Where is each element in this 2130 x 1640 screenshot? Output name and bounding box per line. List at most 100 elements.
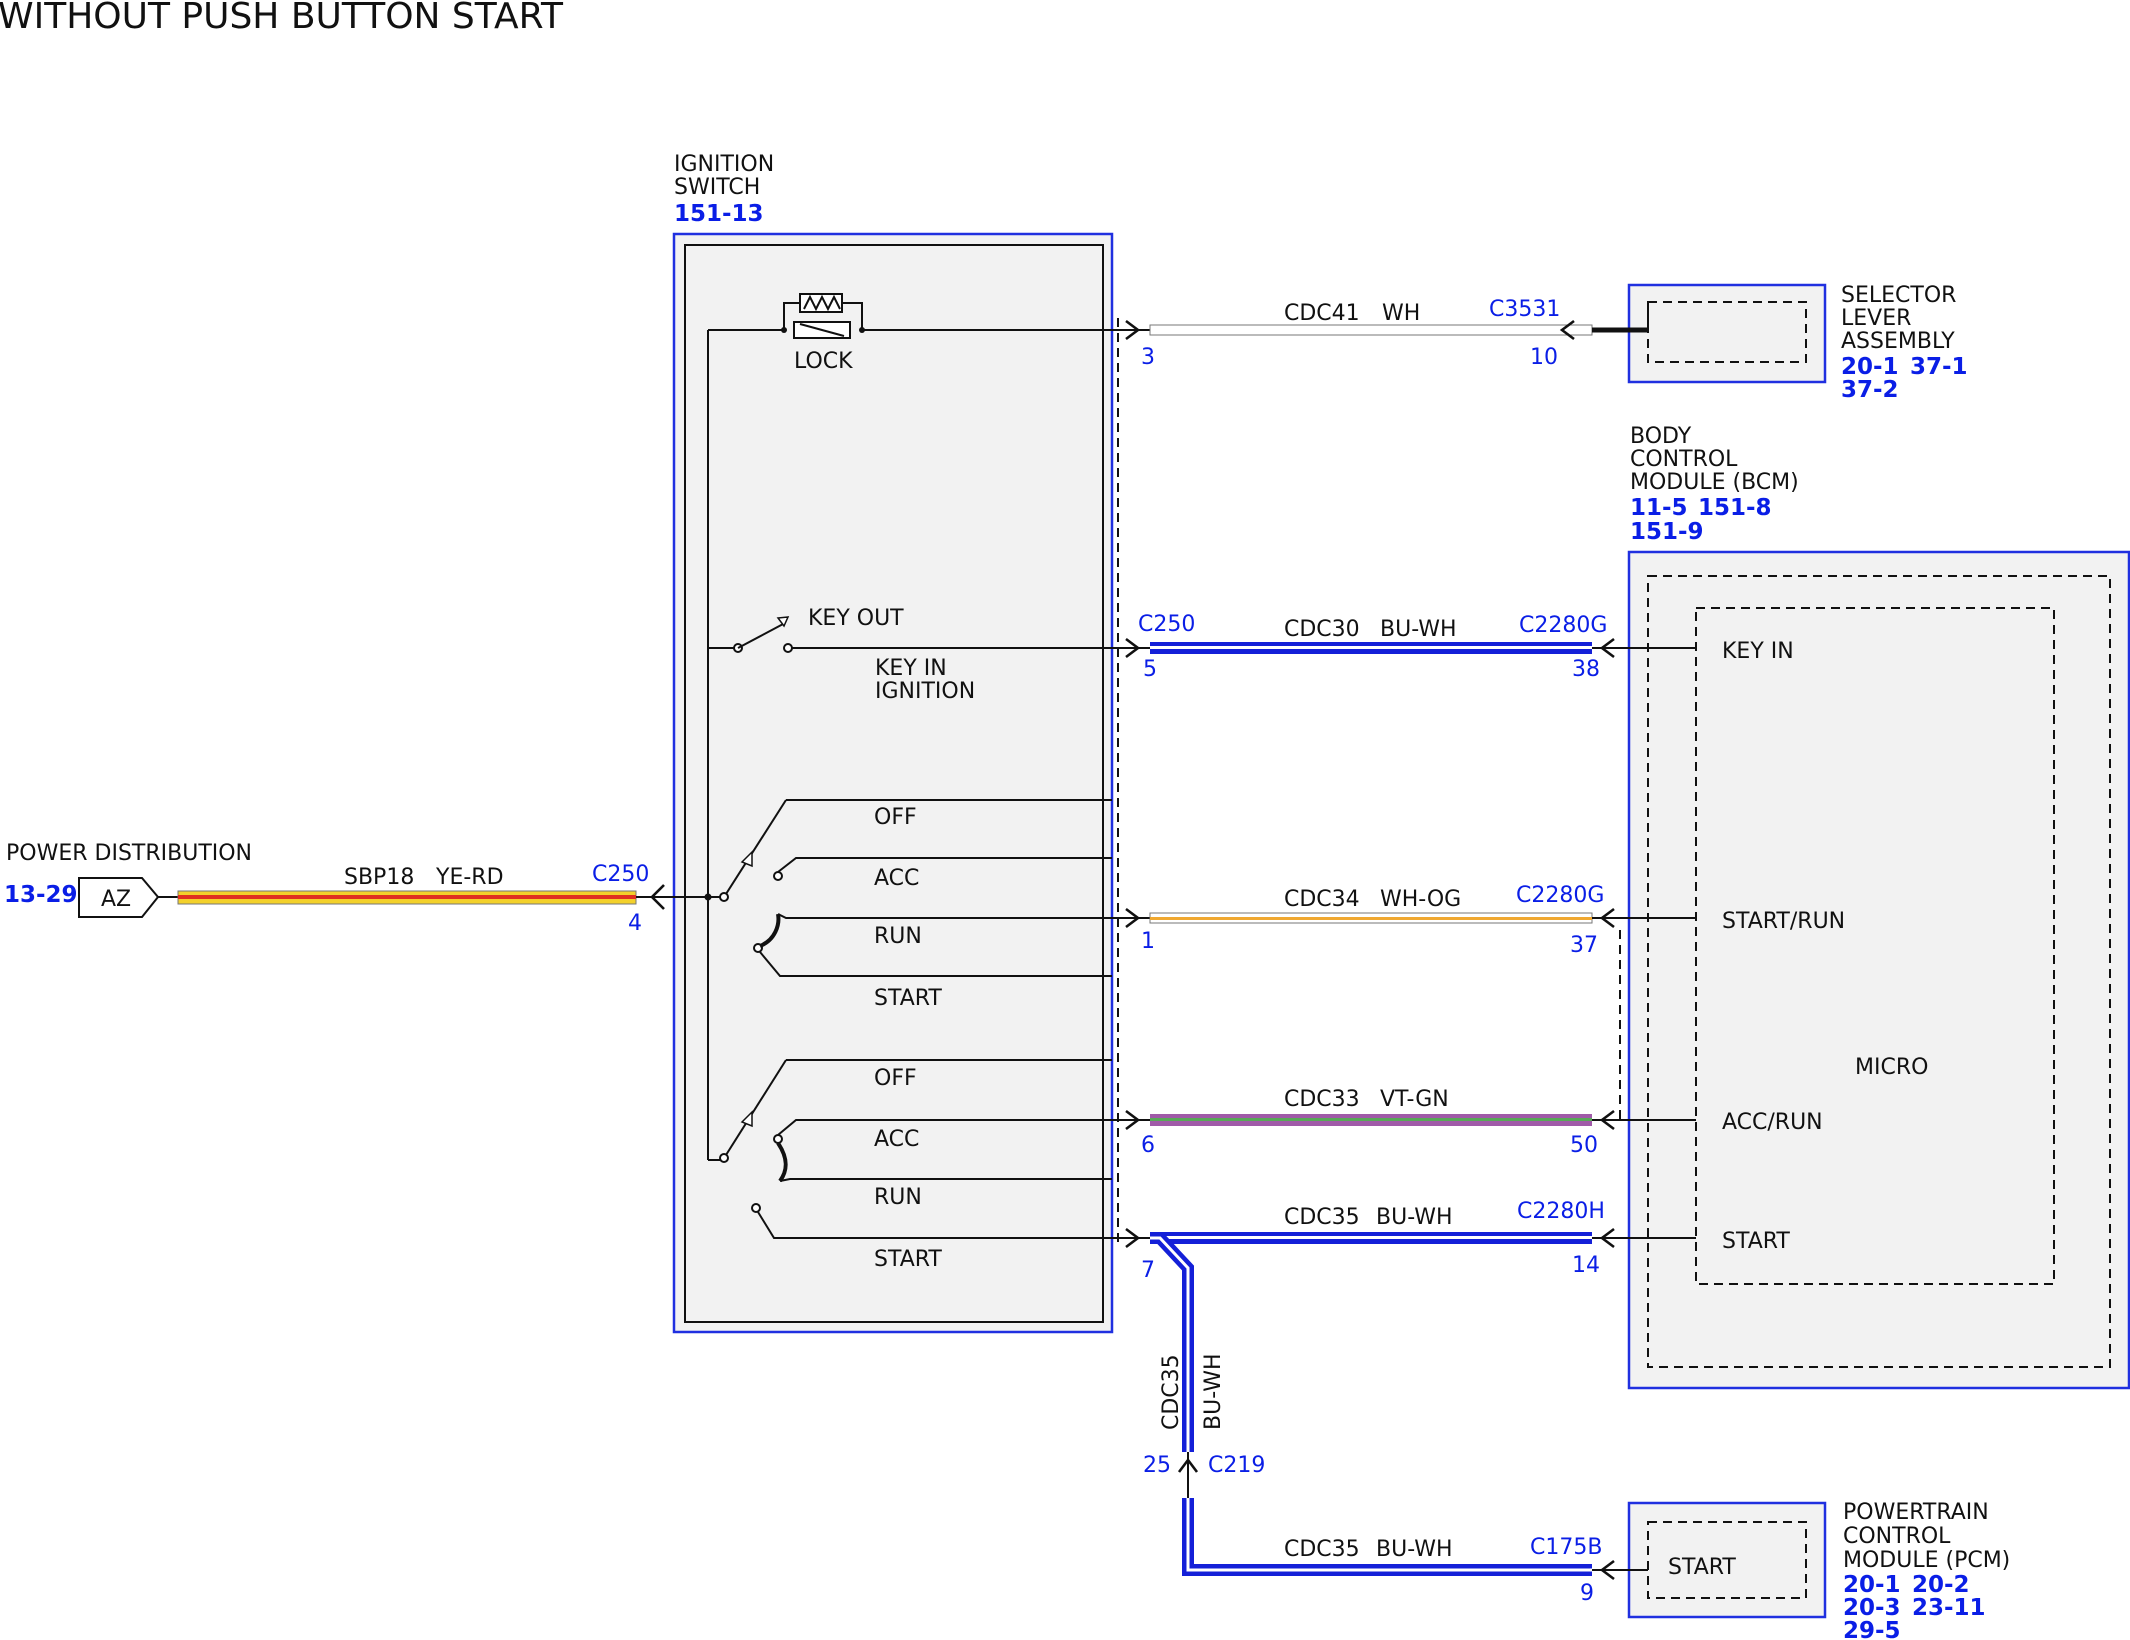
lock-heater-frame	[783, 302, 800, 330]
cdc34-circuit: CDC34	[1284, 887, 1360, 912]
az-terminal-icon	[78, 877, 160, 918]
wire-sbp18-stripe	[178, 895, 636, 899]
switch-b-pivot	[719, 1153, 729, 1163]
bcm-ref-2[interactable]: 151-8	[1698, 495, 1772, 521]
wire-cdc35-bcm[interactable]: CDC35 BU-WH 7 C2280H 14	[1112, 1199, 1696, 1283]
pcm-ref-4[interactable]: 23-11	[1912, 1595, 1986, 1621]
cdc35-wire-stripe	[1160, 1236, 1592, 1239]
switch-a-start-wire	[759, 951, 1112, 977]
cdc35-branch-stripe	[1150, 1236, 1190, 1452]
key-switch-blade	[737, 622, 786, 649]
cdc35-branch-circuit: CDC35	[1159, 1354, 1184, 1430]
cdc30-to-connector: C2280G	[1519, 613, 1607, 638]
power-distribution-ref[interactable]: 13-29	[4, 882, 78, 908]
c250-left-pin: 4	[628, 911, 642, 936]
lock-heater-zigzag	[803, 294, 841, 312]
power-distribution-label: POWER DISTRIBUTION	[6, 841, 252, 866]
bcm-micro-box	[1695, 607, 2055, 1285]
key-switch-actuator-icon	[776, 616, 790, 628]
power-distribution[interactable]: POWER DISTRIBUTION 13-29 AZ	[4, 841, 252, 918]
c2280g-pin37-arrow-icon	[1599, 907, 1615, 929]
wire-cdc35-pcm[interactable]: CDC35 BU-WH C175B 9	[1182, 1480, 1648, 1606]
cdc34-to-connector: C2280G	[1516, 883, 1604, 908]
wire-cdc35-branch[interactable]: CDC35 BU-WH 25 C219	[1143, 1232, 1265, 1492]
ignition-switch-label-1: IGNITION	[674, 152, 774, 177]
cdc41-wire-body	[1149, 324, 1593, 336]
ignition-switch-ref[interactable]: 151-13	[674, 201, 764, 227]
switch-b-actuator-icon	[740, 1110, 753, 1128]
pcm-ref-5[interactable]: 29-5	[1843, 1618, 1901, 1640]
switch-a-pivot	[719, 892, 729, 902]
switch-a-acc-wire	[777, 857, 1112, 873]
switch-a-off-label: OFF	[874, 805, 917, 830]
selector-lever-ref-2[interactable]: 37-1	[1910, 354, 1968, 380]
cdc41-color: WH	[1382, 301, 1420, 326]
switch-a-wiper	[725, 799, 787, 895]
selector-lever-assembly[interactable]: SELECTOR LEVER ASSEMBLY 20-1 37-1 37-2	[1627, 283, 1968, 403]
body-control-module[interactable]: BODY CONTROL MODULE (BCM) 11-5 151-8 151…	[1627, 424, 2130, 1390]
switch-a-acc-label: ACC	[874, 866, 919, 891]
bcm-ref-1[interactable]: 11-5	[1630, 495, 1688, 521]
cdc35-branch-color: BU-WH	[1201, 1353, 1226, 1430]
bcm-micro-label: MICRO	[1855, 1055, 1928, 1080]
wire-sbp18[interactable]: SBP18 YE-RD C250 4	[177, 862, 708, 936]
cdc33-circuit: CDC33	[1284, 1087, 1360, 1112]
pcm-label-2: CONTROL	[1843, 1524, 1951, 1549]
wire-cdc33[interactable]: CDC33 VT-GN 6 50	[1112, 1087, 1696, 1158]
key-out-label: KEY OUT	[808, 606, 904, 631]
pcm-start-label: START	[1668, 1555, 1736, 1580]
ignition-switch-label-2: SWITCH	[674, 175, 760, 200]
c175b-pin: 9	[1580, 1581, 1594, 1606]
wire-cdc30[interactable]: CDC30 BU-WH C250 5 C2280G 38	[1112, 612, 1696, 682]
selector-lever-label-1: SELECTOR	[1841, 283, 1956, 308]
cdc33-from-pin: 6	[1141, 1133, 1155, 1158]
ignition-switch[interactable]: IGNITION SWITCH 151-13 LOCK KEY OUT KEY …	[672, 152, 1114, 1334]
wire-cdc34[interactable]: CDC34 WH-OG 1 C2280G 37	[1112, 883, 1696, 958]
cdc41-from-pin: 3	[1141, 345, 1155, 370]
az-terminal-label: AZ	[101, 887, 131, 912]
diagram-title: WITHOUT PUSH BUTTON START	[0, 0, 564, 37]
cdc30-wire-stripe	[1150, 646, 1592, 649]
cdc30-from-pin: 5	[1143, 657, 1157, 682]
bcm-label-2: CONTROL	[1630, 447, 1738, 472]
bcm-label-3: MODULE (BCM)	[1630, 470, 1799, 495]
switch-a-actuator-icon	[740, 850, 753, 868]
cdc35-circuit: CDC35	[1284, 1205, 1360, 1230]
selector-lever-outer-box	[1627, 283, 1827, 384]
wire-cdc41[interactable]: CDC41 WH 3 C3531 10	[1112, 297, 1649, 370]
pcm-ref-1[interactable]: 20-1	[1843, 1572, 1901, 1598]
bcm-key-in-label: KEY IN	[1722, 639, 1794, 664]
pcm-label-3: MODULE (PCM)	[1843, 1548, 2010, 1573]
bcm-ref-3[interactable]: 151-9	[1630, 519, 1704, 545]
powertrain-control-module[interactable]: START POWERTRAIN CONTROL MODULE (PCM) 20…	[1627, 1500, 2010, 1640]
pcm-label-1: POWERTRAIN	[1843, 1500, 1989, 1525]
switch-b-start-contact	[751, 1203, 761, 1213]
bcm-label-1: BODY	[1630, 424, 1692, 449]
cdc33-wire-stripe	[1150, 1118, 1592, 1121]
switch-b-run-wire	[779, 1178, 1112, 1182]
cdc34-from-pin: 1	[1141, 929, 1155, 954]
cdc33-color: VT-GN	[1380, 1087, 1449, 1112]
switch-b-start-label: START	[874, 1247, 942, 1272]
selector-lever-label-3: ASSEMBLY	[1841, 329, 1955, 354]
cdc30-to-pin: 38	[1572, 657, 1600, 682]
cdc34-wire-stripe	[1150, 917, 1592, 920]
cdc30-circuit: CDC30	[1284, 617, 1360, 642]
pcm-ref-2[interactable]: 20-2	[1912, 1572, 1970, 1598]
switch-b-start-wire	[757, 1211, 1112, 1239]
c219-pin: 25	[1143, 1453, 1171, 1478]
bcm-dashed-box	[1647, 575, 2111, 1368]
switch-b-acc-contact	[773, 1134, 783, 1144]
pcm-ref-3[interactable]: 20-3	[1843, 1595, 1901, 1621]
wire-sbp18-color: YE-RD	[435, 865, 504, 890]
pcm-inner-box	[1647, 1521, 1807, 1599]
cdc35-from-pin: 7	[1141, 1258, 1155, 1283]
cdc30-color: BU-WH	[1380, 617, 1457, 642]
switch-a-run-wire	[777, 913, 1112, 919]
lock-heater-frame-right	[842, 302, 863, 330]
selector-lever-ref-1[interactable]: 20-1	[1841, 354, 1899, 380]
cdc30-from-connector: C250	[1138, 612, 1195, 637]
selector-lever-ref-3[interactable]: 37-2	[1841, 377, 1899, 403]
cdc35-pcm-circuit: CDC35	[1284, 1537, 1360, 1562]
lock-label: LOCK	[794, 349, 853, 374]
